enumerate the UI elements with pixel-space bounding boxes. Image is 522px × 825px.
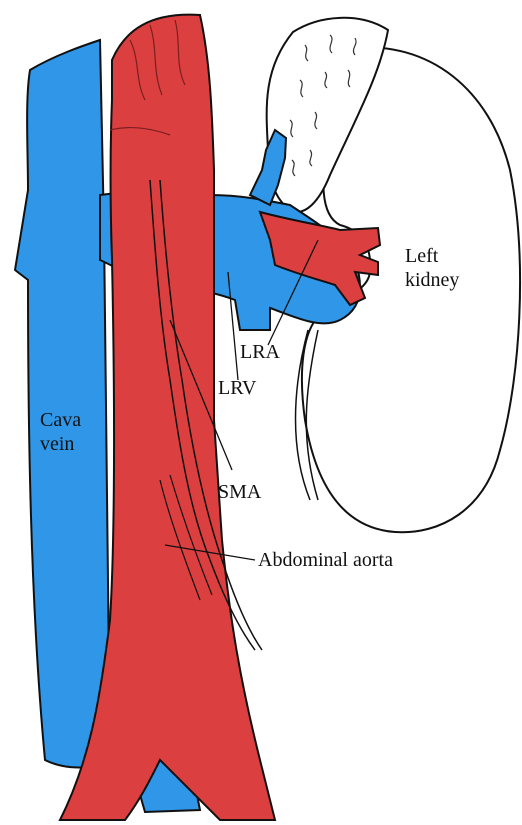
left-kidney-label: Left kidney: [405, 244, 459, 292]
lra-label: LRA: [240, 340, 280, 364]
left-kidney-label-line-1: Left: [405, 244, 459, 268]
abdominal-aorta-label: Abdominal aorta: [258, 548, 393, 572]
sma-label: SMA: [218, 480, 261, 504]
lrv-label: LRV: [218, 376, 256, 400]
cava-vein-label-line-2: vein: [40, 432, 81, 456]
left-kidney-label-line-2: kidney: [405, 268, 459, 292]
cava-vein-label-line-1: Cava: [40, 408, 81, 432]
cava-vein-label: Cava vein: [40, 408, 81, 456]
cava-vein: [15, 40, 110, 768]
